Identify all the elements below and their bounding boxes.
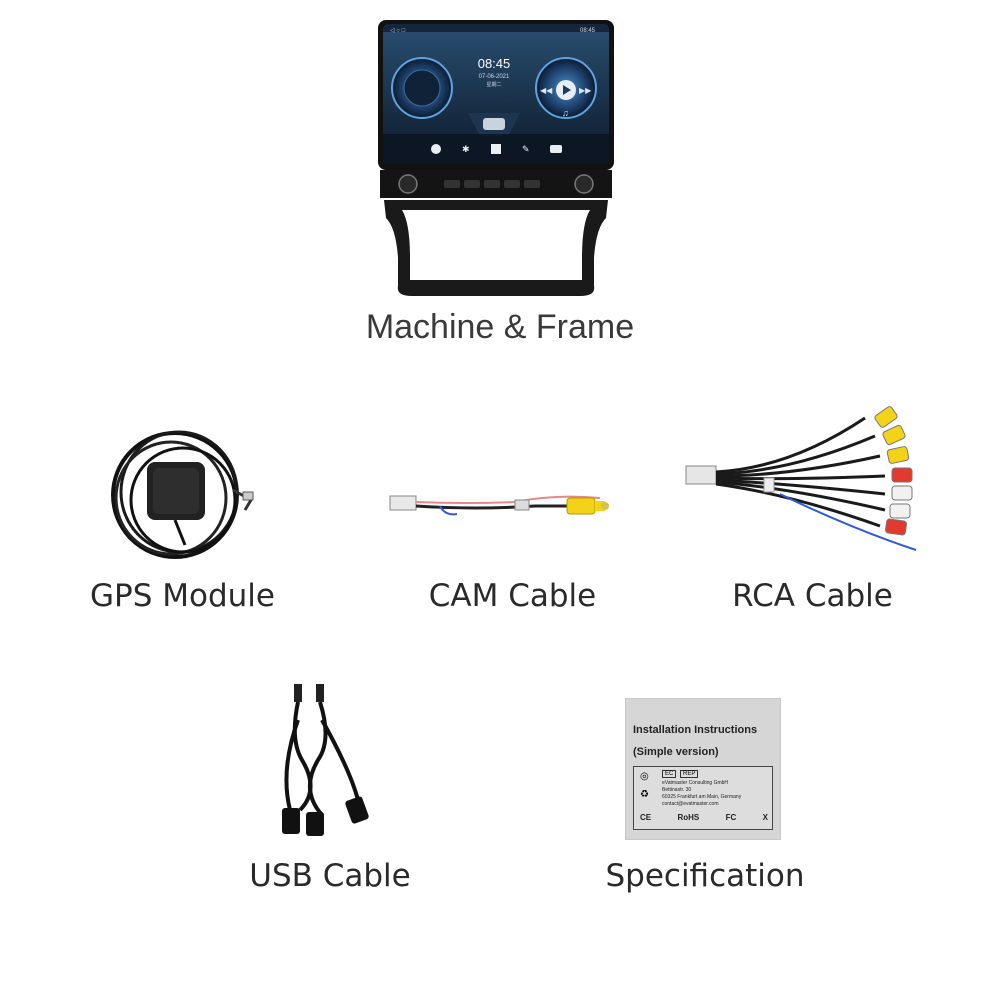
caption-cam-cable: CAM Cable (428, 578, 597, 614)
manual-company: eVatmaster Consulting GmbH (662, 780, 729, 786)
manual-email: contact@evatmaster.com (662, 801, 719, 807)
manual-street: Bettinastr. 30 (662, 787, 692, 793)
cam-cable-image (385, 480, 620, 530)
caption-gps-module: GPS Module (90, 578, 275, 614)
manufacturer-icon: ◎ (640, 771, 649, 782)
screen-date: 07-06-2021 (479, 74, 510, 80)
gps-module-image (105, 420, 265, 565)
ce-mark: CE (640, 813, 652, 822)
manual-ec-mark: EC (662, 770, 677, 778)
weee-mark: X (762, 813, 768, 822)
caption-machine-frame: Machine & Frame (365, 308, 635, 346)
manual-info-box: EC REP ◎ ♻ eVatmaster Consulting GmbH Be… (633, 766, 773, 830)
svg-text:✎: ✎ (522, 144, 530, 154)
screen-weekday: 星期二 (486, 82, 501, 88)
status-time: 08:45 (580, 28, 596, 34)
caption-specification: Specification (605, 858, 805, 894)
svg-text:◀◀: ◀◀ (540, 86, 553, 95)
manual-city: 60325 Frankfurt am Main, Germany (662, 794, 742, 800)
svg-text:▶▶: ▶▶ (579, 86, 592, 95)
svg-text:♫: ♫ (562, 108, 569, 118)
manual-cert-marks: CE RoHS FC X (640, 813, 768, 822)
recycle-icon: ♻ (640, 789, 649, 800)
screen-clock: 08:45 (478, 56, 511, 71)
manual-subtitle: (Simple version) (633, 746, 719, 758)
svg-text:◁ ○ □: ◁ ○ □ (390, 28, 406, 34)
caption-rca-cable: RCA Cable (732, 578, 893, 614)
manual-rep-mark: REP (680, 770, 699, 778)
rohs-mark: RoHS (677, 813, 700, 822)
usb-cable-image (270, 680, 380, 840)
rca-cable-image (680, 398, 950, 563)
manual-title: Installation Instructions (633, 724, 758, 736)
caption-usb-cable: USB Cable (249, 858, 411, 894)
head-unit-image: ◁ ○ □ 08:45 ◀◀ ▶▶ ♫ 08:45 07-06-2021 星期二… (370, 18, 622, 300)
manual-card: Installation Instructions (Simple versio… (625, 698, 781, 840)
fc-mark: FC (725, 813, 737, 822)
svg-text:✱: ✱ (462, 144, 470, 154)
